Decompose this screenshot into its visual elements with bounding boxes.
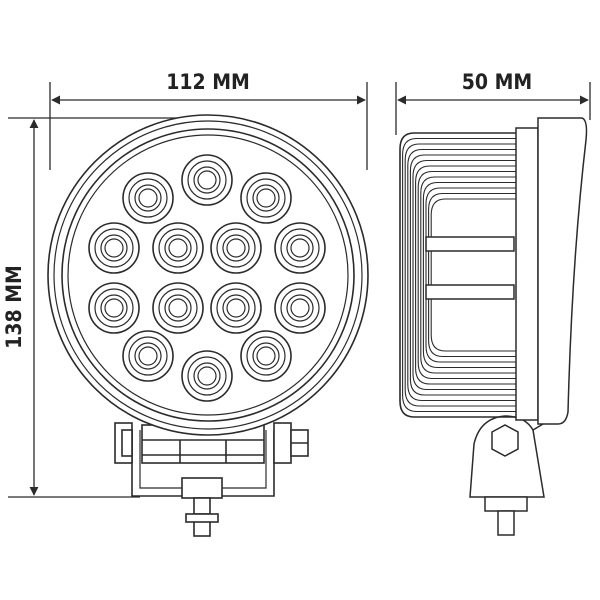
cooling-fin <box>420 176 516 374</box>
cooling-fin <box>402 137 516 413</box>
bottom-nut <box>181 477 223 499</box>
led <box>152 222 204 274</box>
cooling-fin <box>399 132 516 418</box>
width-label: 112 MM <box>166 70 250 94</box>
cooling-fin <box>425 187 516 363</box>
led <box>210 282 262 334</box>
led <box>152 282 204 334</box>
cooling-fin <box>409 154 516 396</box>
side-nut <box>484 496 528 512</box>
led <box>181 350 233 402</box>
led <box>274 282 326 334</box>
cooling-fin <box>404 143 516 407</box>
cooling-fin <box>417 170 516 380</box>
hex-bolt <box>491 424 519 457</box>
housing-inner-ring <box>53 120 363 430</box>
right-bolt <box>273 422 292 464</box>
cooling-fins <box>399 132 516 418</box>
led <box>210 222 262 274</box>
led <box>240 330 292 382</box>
height-label: 138 MM <box>2 265 26 349</box>
led <box>274 222 326 274</box>
mount-bracket <box>114 422 309 537</box>
front-view <box>47 114 369 537</box>
cooling-fin <box>422 181 516 369</box>
side-stud <box>497 510 515 536</box>
cooling-fin <box>415 165 516 385</box>
led <box>122 172 174 224</box>
height-dimension <box>8 117 205 498</box>
side-mount <box>469 415 549 536</box>
fin-bar-upper <box>425 236 515 252</box>
lens-cover <box>537 117 588 425</box>
cooling-fin <box>428 192 516 358</box>
bezel-rim <box>515 127 539 421</box>
cooling-fin <box>407 148 516 402</box>
depth-dimension <box>395 82 591 135</box>
led <box>181 154 233 206</box>
width-dimension <box>49 82 368 170</box>
led <box>240 172 292 224</box>
lens-inner-ring <box>67 134 349 416</box>
cooling-fin <box>430 198 516 352</box>
fin-bar-lower <box>425 284 515 300</box>
led-array <box>88 154 326 402</box>
led <box>88 222 140 274</box>
cooling-fin <box>412 159 516 391</box>
led <box>122 330 174 382</box>
led <box>88 282 140 334</box>
lens-ring <box>61 128 355 422</box>
side-view <box>399 117 588 536</box>
depth-label: 50 MM <box>462 70 532 94</box>
